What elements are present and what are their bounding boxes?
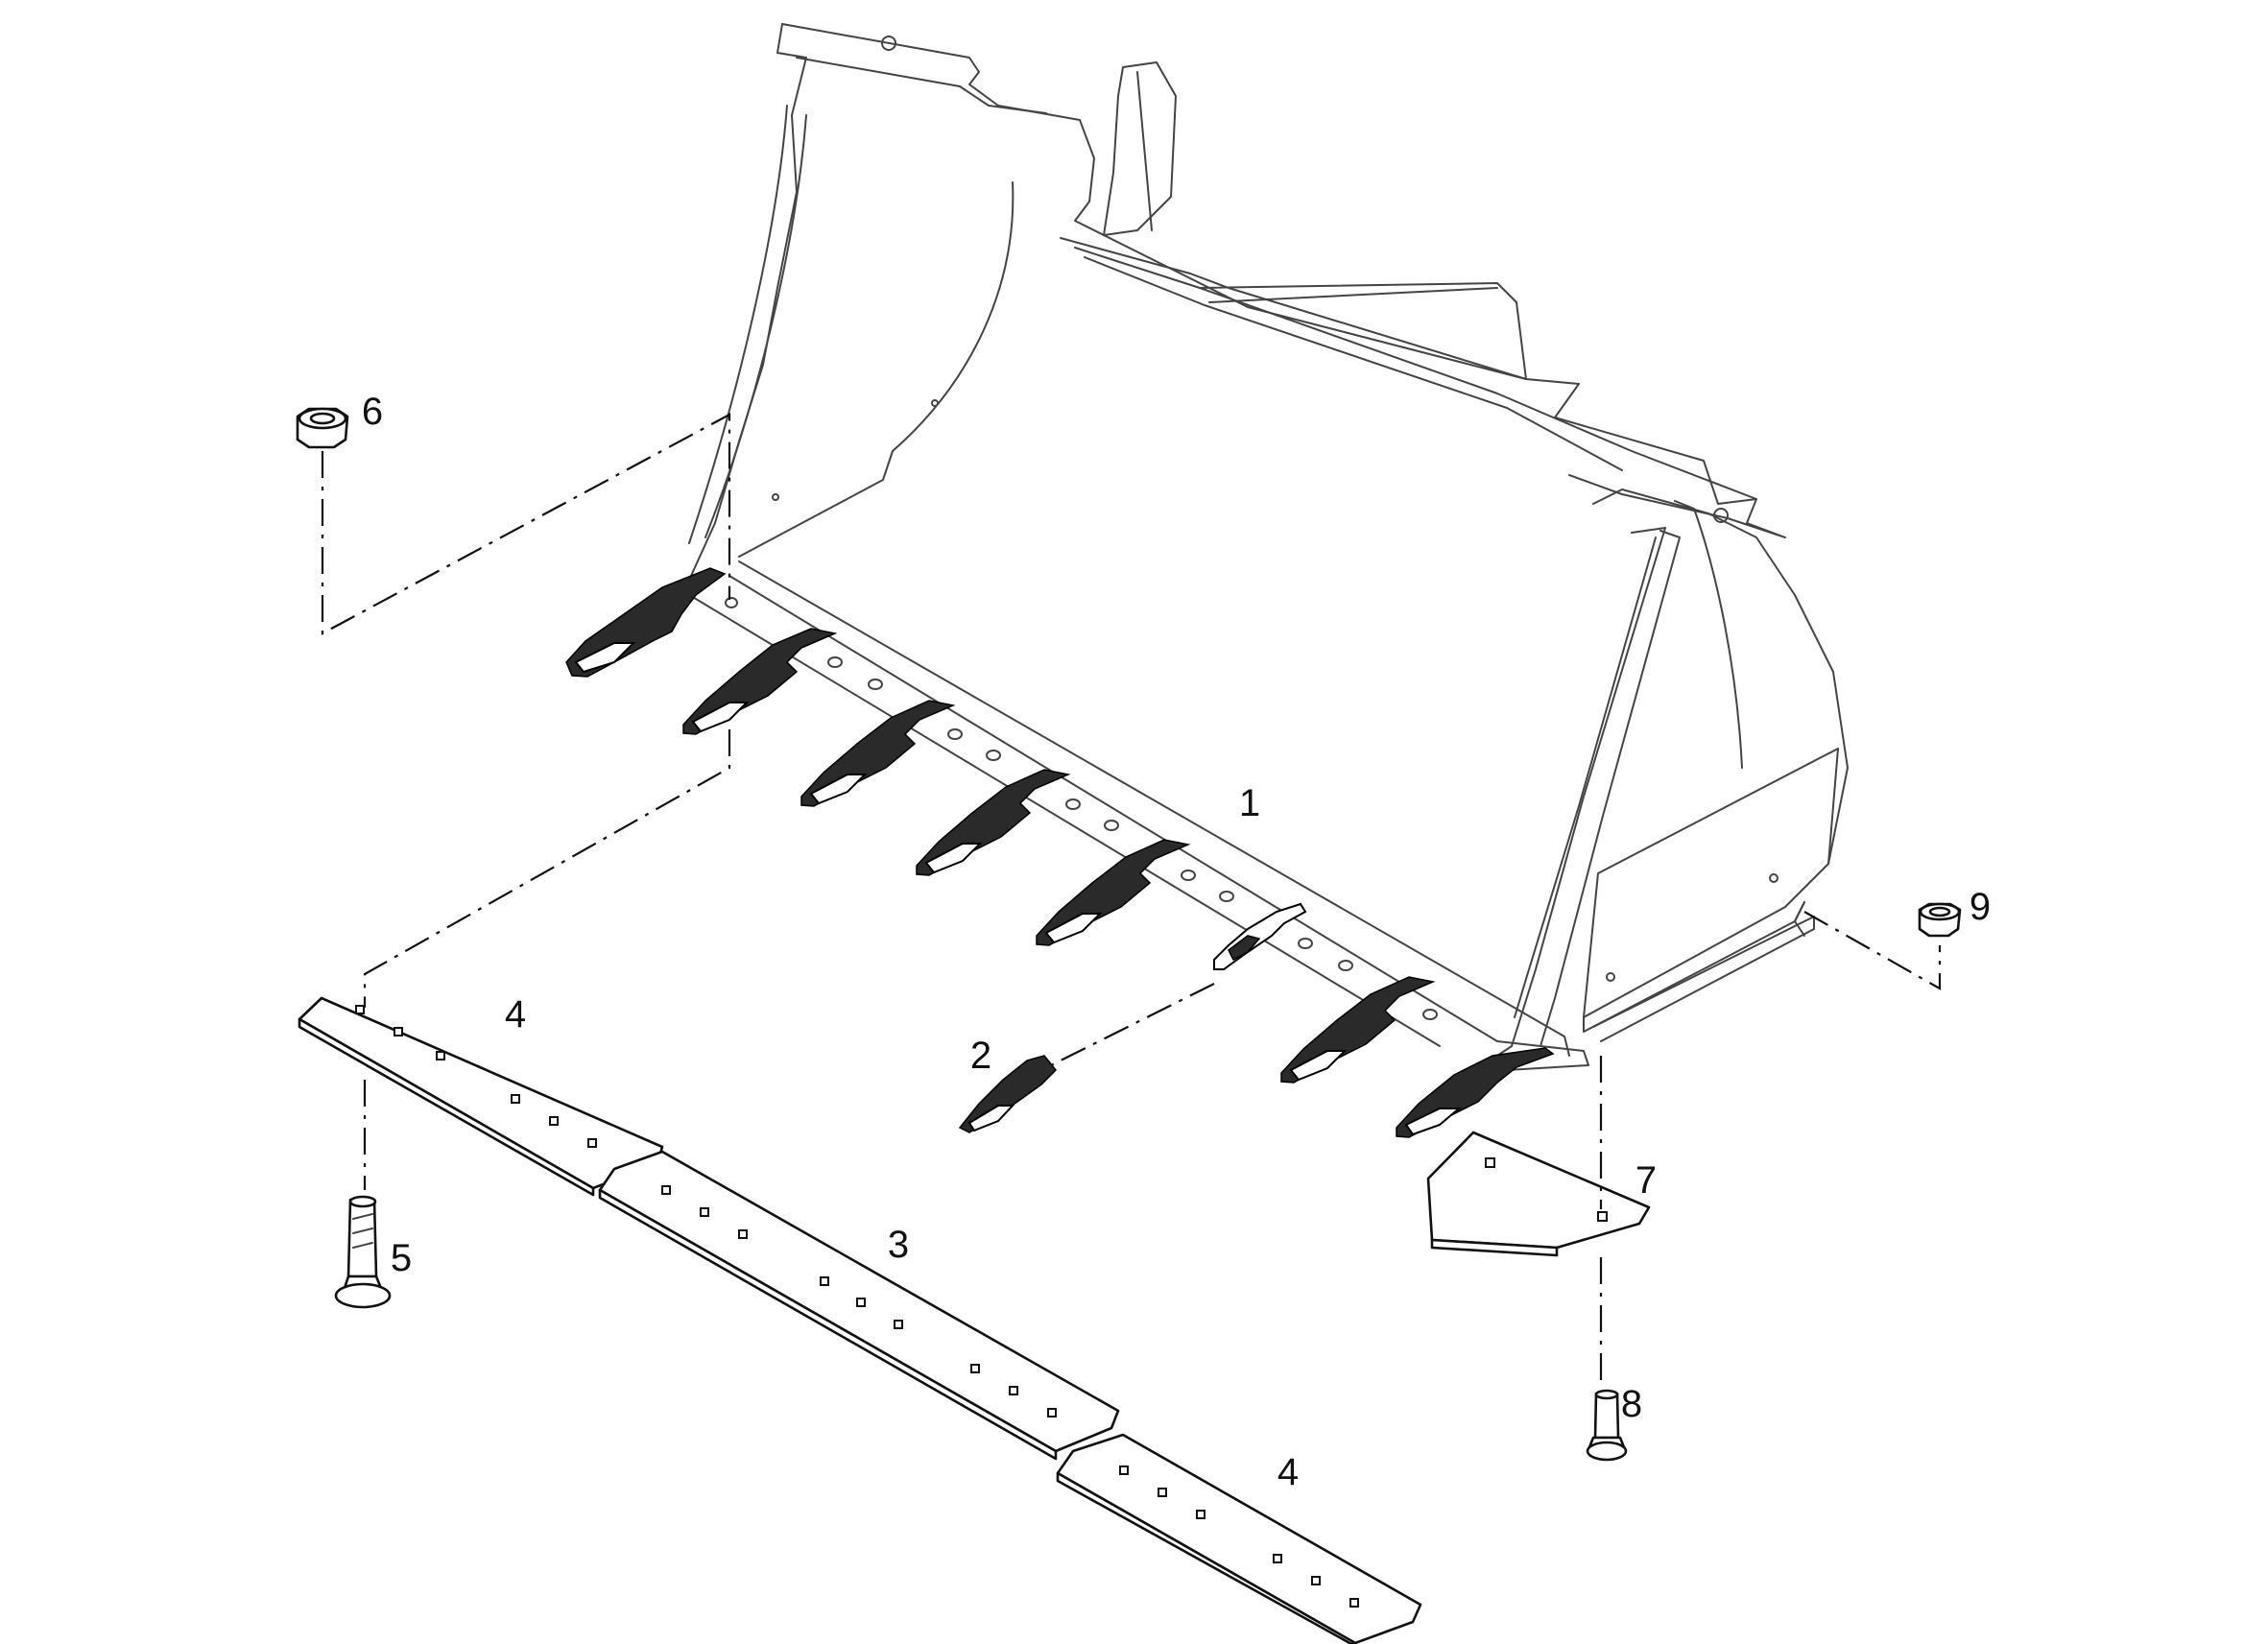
end-cutting-edge-left <box>298 996 664 1197</box>
center-cutting-edge <box>598 1150 1120 1461</box>
bucket-teeth <box>565 567 1555 1138</box>
callout-8: 8 <box>1621 1383 1642 1425</box>
callout-5: 5 <box>391 1237 412 1279</box>
callout-1: 1 <box>1239 782 1260 824</box>
tooth-corner-right <box>1396 1047 1555 1138</box>
hex-nut-left <box>296 407 349 449</box>
tooth-tip-part <box>958 1055 1058 1133</box>
tooth-7 <box>1280 976 1436 1084</box>
callout-6: 6 <box>362 391 383 433</box>
tooth-corner-left <box>565 567 727 678</box>
callout-4-left: 4 <box>505 993 526 1036</box>
hex-nut-right <box>1918 902 1962 938</box>
callout-labels: 1 2 3 4 4 5 6 7 8 9 <box>362 391 1991 1493</box>
callout-4-right: 4 <box>1277 1451 1299 1493</box>
tooth-3 <box>800 700 956 807</box>
tooth-2 <box>682 628 838 735</box>
callout-9: 9 <box>1970 886 1991 928</box>
tooth-4 <box>916 769 1071 876</box>
tooth-5 <box>1036 839 1191 946</box>
adapter-no-tip <box>1213 902 1307 970</box>
callout-2: 2 <box>970 1035 991 1077</box>
plow-bolt <box>334 1195 392 1309</box>
leader-lines <box>321 413 1942 1387</box>
callout-3: 3 <box>888 1224 909 1266</box>
leading-edge-holes <box>725 597 1438 1020</box>
side-bolt <box>1586 1389 1628 1462</box>
callout-7: 7 <box>1635 1159 1657 1202</box>
end-cutting-edge-right <box>1056 1433 1422 1644</box>
bucket-body <box>676 23 1849 1071</box>
side-plate <box>1426 1131 1651 1257</box>
